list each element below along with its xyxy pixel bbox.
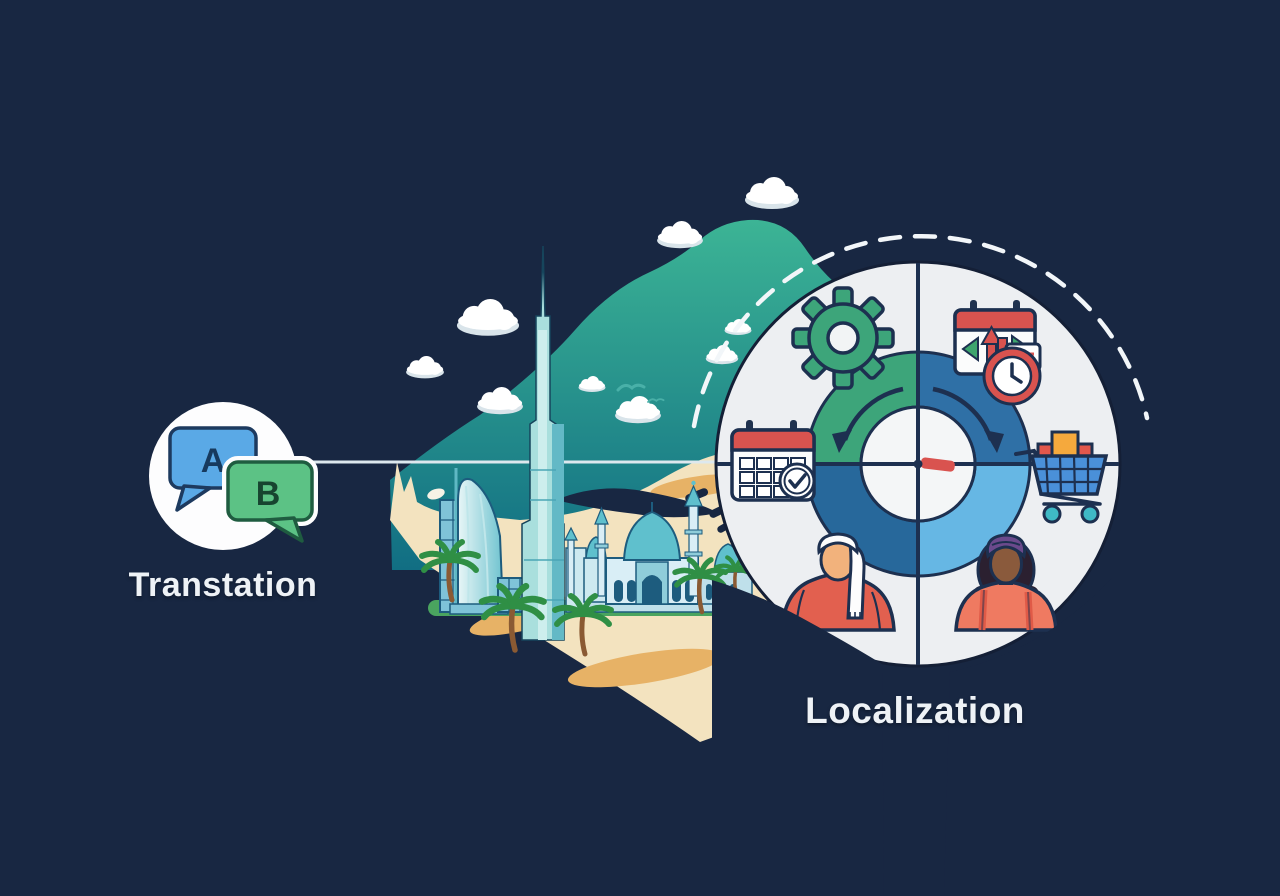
- calendar-check-icon: [730, 420, 816, 502]
- translation-label: Transtation: [128, 566, 318, 604]
- speech-bubbles-icon: A B: [168, 426, 318, 543]
- bubble-b-letter: B: [256, 475, 281, 513]
- localization-circle: [714, 260, 1122, 668]
- foreground-waves: [712, 578, 1280, 896]
- calendar-arrows-clock-icon: [953, 300, 1042, 406]
- localization-label: Localization: [805, 690, 1025, 731]
- arab-man-icon: [780, 532, 896, 632]
- clock-cycle-icon: [832, 386, 1004, 472]
- oasis-lake: [427, 488, 445, 500]
- dubai-skyline: [422, 245, 770, 654]
- bubble-a-letter: A: [201, 442, 226, 480]
- burj-khalifa: [521, 245, 565, 641]
- gear-icon: [791, 286, 895, 390]
- shopping-cart-icon: [1014, 430, 1109, 524]
- translation-circle: A B: [149, 402, 318, 550]
- arab-woman-icon: [954, 533, 1058, 632]
- dashed-orbit-arc: [691, 233, 1150, 429]
- burj-al-arab: [449, 468, 509, 615]
